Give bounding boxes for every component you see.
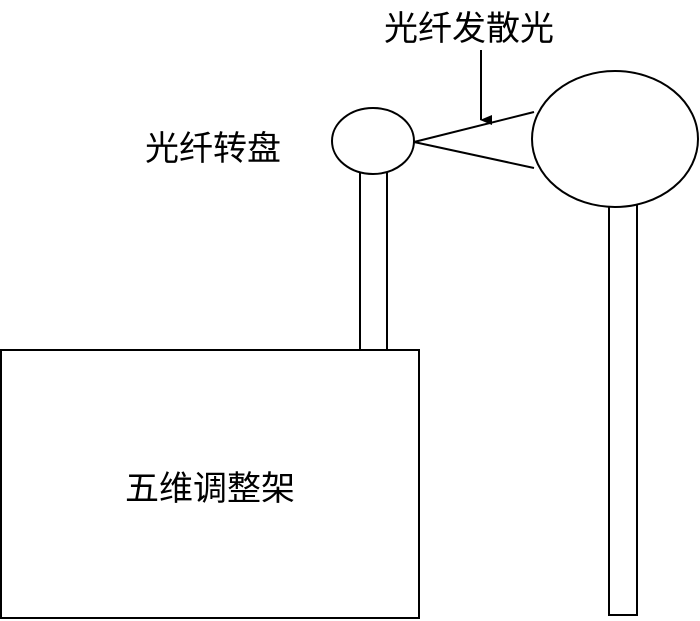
label-divergent-light: 光纤发散光 [384,9,554,49]
light-cone-upper-edge [413,111,535,143]
divergent-light-spot [531,70,699,208]
five-axis-mount-box [0,349,420,619]
label-five-axis-mount: 五维调整架 [125,469,295,509]
screen-post [608,192,638,616]
fiber-turntable-disc [331,107,415,175]
label-fiber-turntable: 光纤转盘 [145,129,281,169]
turntable-post [359,171,388,351]
light-cone-lower-edge [413,141,535,169]
